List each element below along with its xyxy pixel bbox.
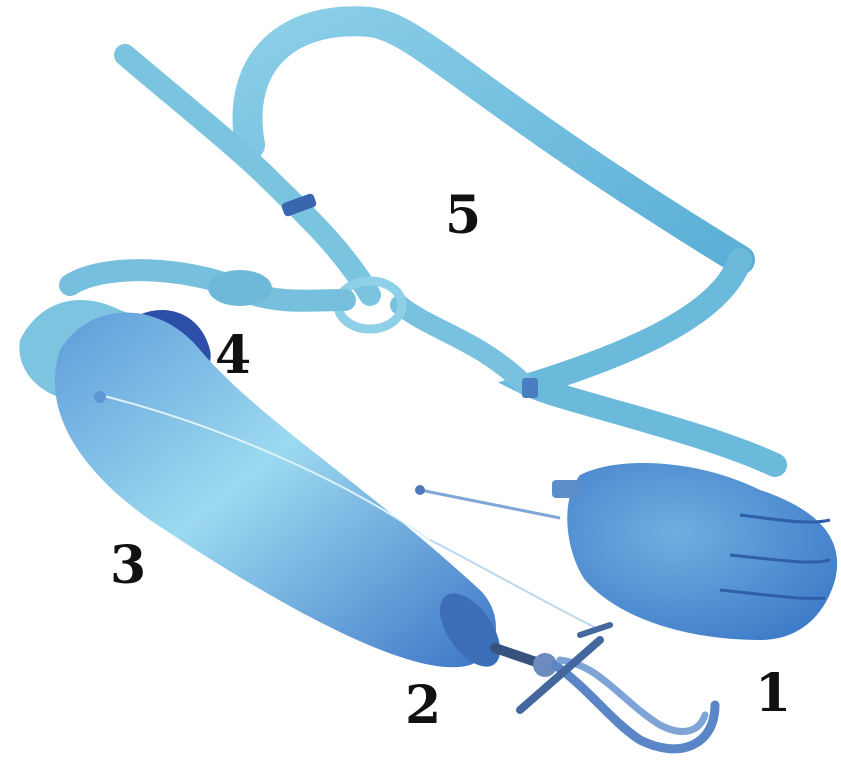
hook-terminal xyxy=(495,625,715,749)
right-lower-strap xyxy=(530,260,775,465)
strap-pad xyxy=(208,270,272,306)
label-2: 2 xyxy=(405,680,441,732)
connector-strap xyxy=(70,270,345,301)
buckle-lower xyxy=(522,378,538,398)
center-strap xyxy=(400,305,525,385)
label-1: 1 xyxy=(755,668,791,720)
label-5: 5 xyxy=(445,190,481,242)
label-4: 4 xyxy=(215,330,251,382)
label-3: 3 xyxy=(110,540,146,592)
